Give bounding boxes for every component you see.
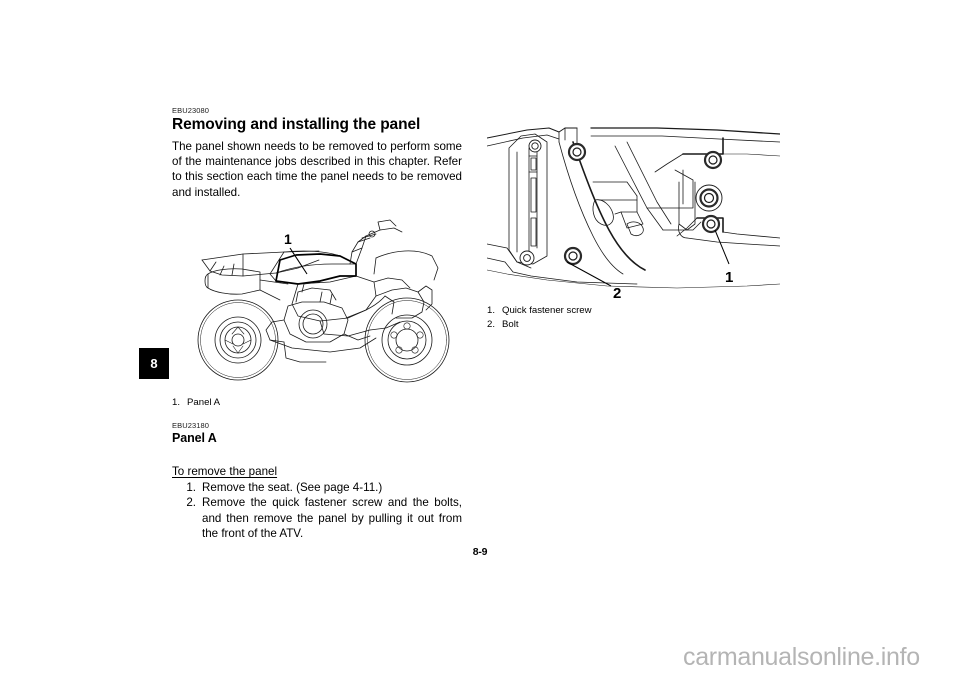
- figure-atv-illustration: 1: [180, 218, 472, 390]
- step-text: Remove the quick fastener screw and the …: [202, 496, 462, 540]
- step-text: Remove the seat. (See page 4-11.): [202, 481, 383, 495]
- caption-item: 2. Bolt: [487, 318, 737, 332]
- step-item: 2. Remove the quick fastener screw and t…: [172, 495, 462, 541]
- caption-number: 2.: [487, 318, 496, 330]
- page-number: 8-9: [472, 546, 488, 558]
- section-body-text: The panel shown needs to be removed to p…: [172, 140, 462, 199]
- step-number: 2.: [186, 496, 196, 510]
- chapter-tab-marker: 8: [139, 348, 169, 379]
- bolt-icon: [563, 246, 583, 266]
- step-item: 1. Remove the seat. (See page 4-11.): [172, 480, 462, 495]
- quick-fastener-screw-icon: [701, 214, 721, 234]
- caption-number: 1.: [172, 397, 181, 408]
- figure-atv-caption: 1. Panel A: [172, 396, 372, 410]
- subsection-code: EBU23180: [172, 421, 210, 430]
- figure-frame-illustration: 1 2: [487, 112, 780, 298]
- subsection-title: Panel A: [172, 431, 217, 445]
- caption-text: Bolt: [502, 318, 519, 330]
- callout-label-2: 2: [613, 285, 621, 298]
- caption-item: 1. Panel A: [172, 396, 372, 410]
- procedure-block: To remove the panel 1. Remove the seat. …: [172, 464, 462, 541]
- callout-label-1: 1: [284, 231, 292, 247]
- left-column: EBU23080 Removing and installing the pan…: [172, 106, 462, 200]
- section-code: EBU23080: [172, 106, 210, 115]
- page-title: Removing and installing the panel: [172, 116, 421, 133]
- caption-number: 1.: [487, 305, 496, 316]
- step-number: 1.: [186, 481, 196, 495]
- figure-frame-caption: 1. Quick fastener screw 2. Bolt: [487, 304, 737, 331]
- caption-text: Quick fastener screw: [502, 305, 592, 316]
- callout-label-1: 1: [725, 269, 733, 286]
- caption-item: 1. Quick fastener screw: [487, 304, 737, 318]
- caption-text: Panel A: [187, 397, 221, 408]
- procedure-steps: 1. Remove the seat. (See page 4-11.) 2. …: [172, 480, 462, 541]
- subsection-block: EBU23180 Panel A: [172, 421, 462, 446]
- site-watermark: carmanualsonline.info: [683, 643, 920, 671]
- procedure-heading: To remove the panel: [172, 465, 278, 478]
